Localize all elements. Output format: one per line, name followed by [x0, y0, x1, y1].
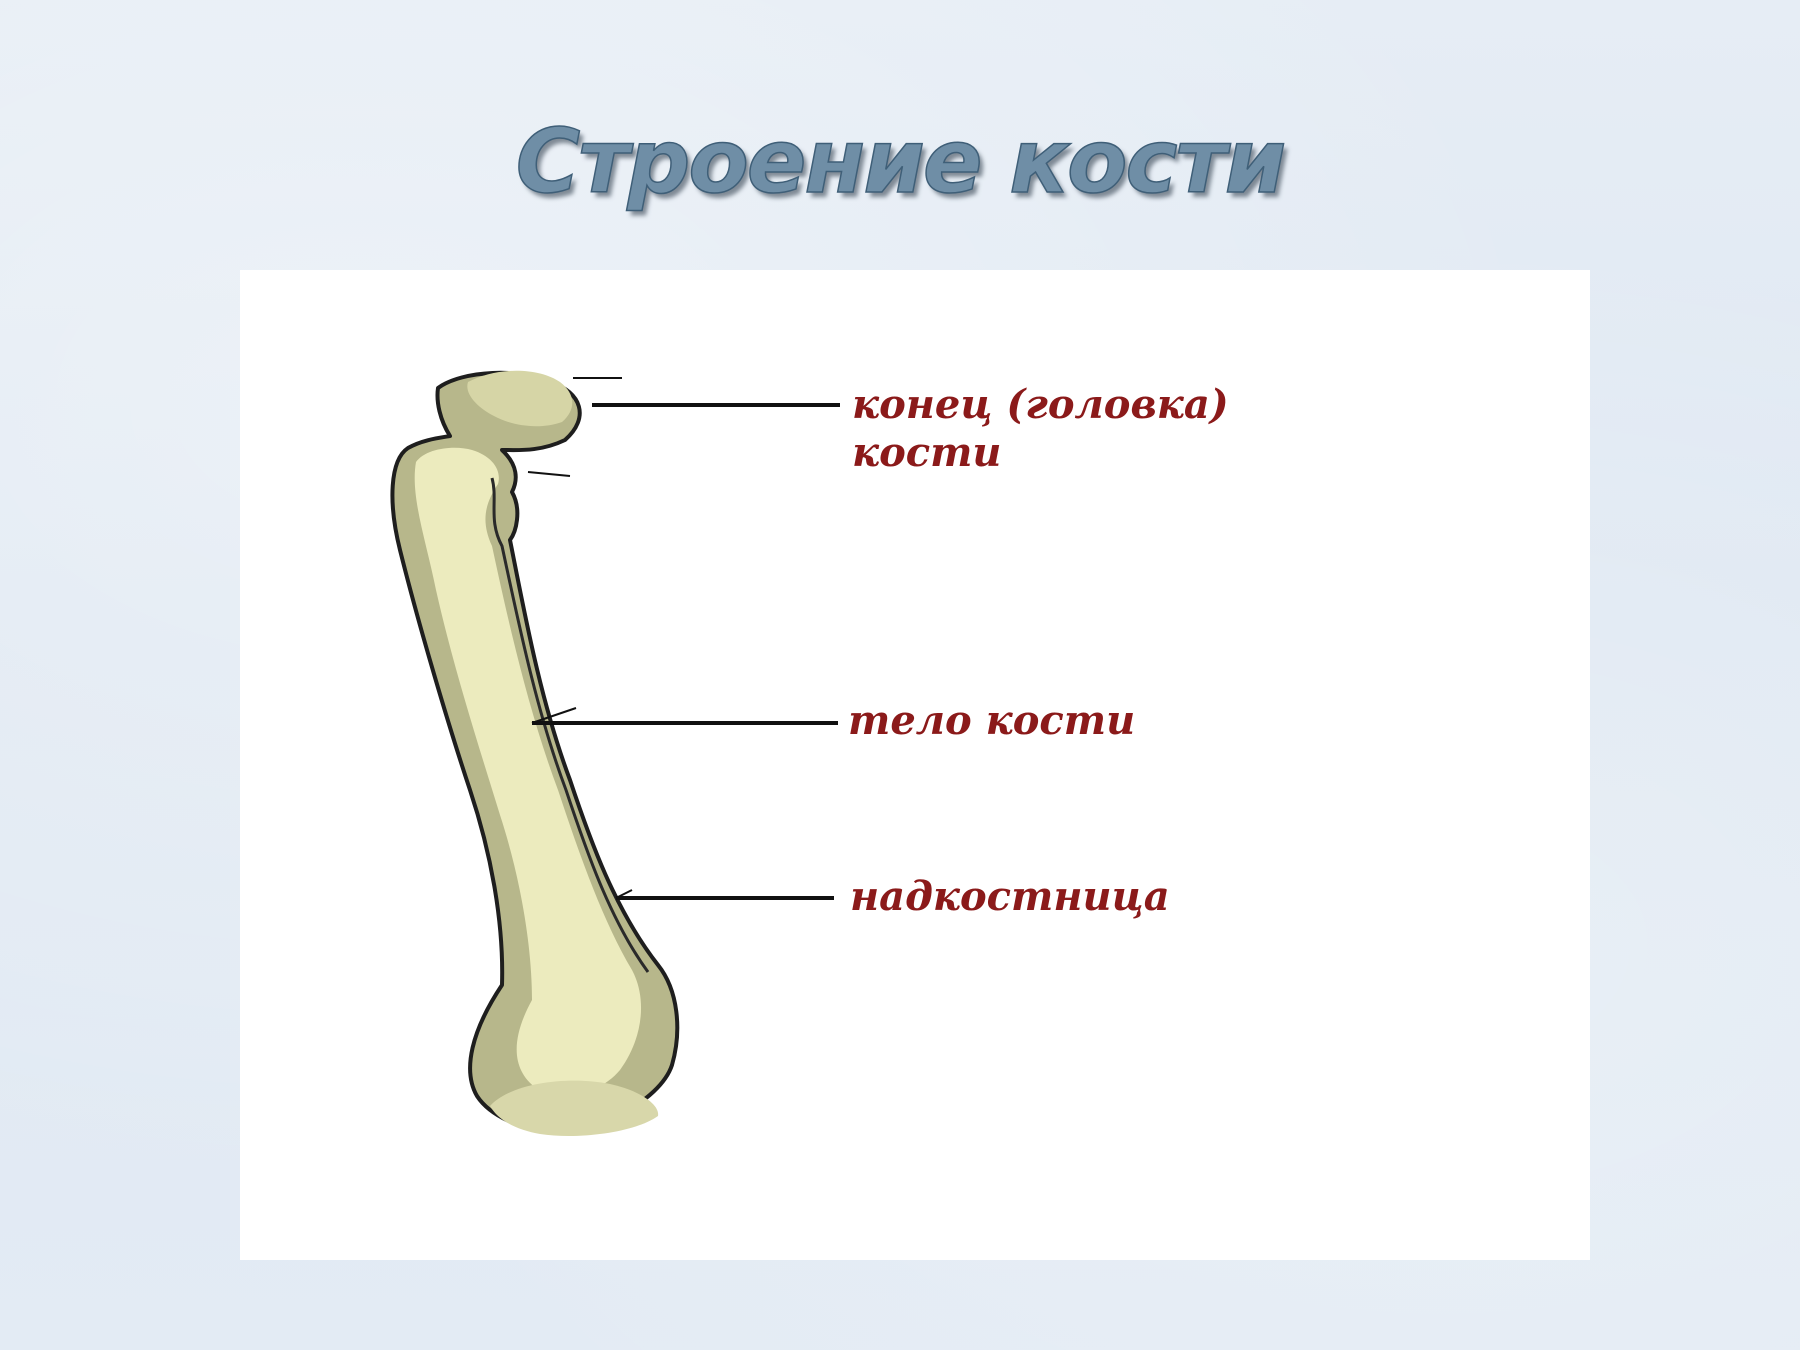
bone-diagram: конец (головка) кости тело кости надкост…: [240, 270, 1590, 1260]
neck-mark: [527, 471, 571, 477]
slide-title: Строение кости: [515, 109, 1287, 214]
bone-cortex-line: [490, 477, 650, 973]
bone-distal-cap: [490, 1080, 659, 1136]
label-periosteum: надкостница: [850, 873, 1170, 920]
bone-head-cap: [467, 370, 573, 427]
label-bone-head: конец (головка): [852, 381, 1229, 428]
label-bone-head-line2: кости: [852, 429, 1002, 476]
callout-line-body-tick: [531, 707, 577, 724]
femur-illustration: [390, 370, 840, 1136]
bone-inner-shape: [414, 447, 642, 1096]
callout-line-periosteum-tick: [615, 889, 633, 899]
label-bone-body: тело кости: [848, 697, 1136, 744]
